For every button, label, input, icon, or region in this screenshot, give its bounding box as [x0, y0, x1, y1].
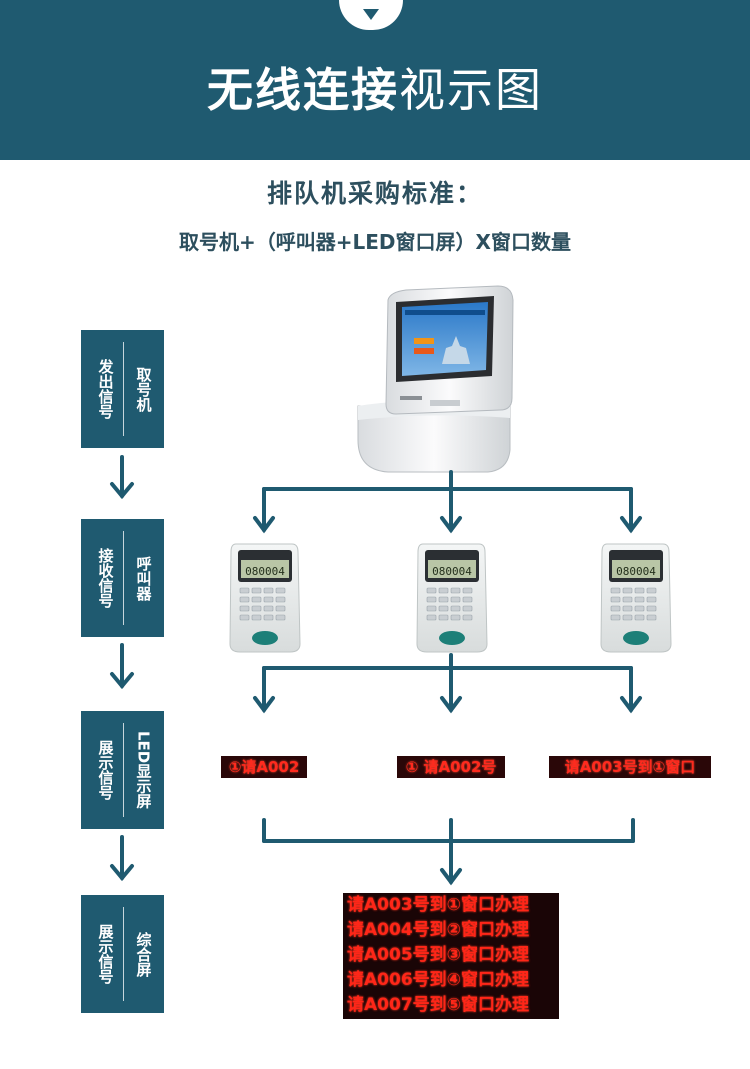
step-label: LED显示屏	[134, 731, 153, 809]
window-led-screen: 请A003号到①窗口	[549, 756, 711, 778]
step-divider	[123, 531, 124, 625]
combined-screen-line: 请A003号到①窗口办理	[347, 895, 530, 915]
step-box-led-screen: 展示信号 LED显示屏	[81, 711, 164, 829]
step-action: 发出信号	[96, 359, 115, 419]
step-box-kiosk: 发出信号 取号机	[81, 330, 164, 448]
pager-caller-icon	[600, 543, 672, 653]
window-led-screen: ①请A002	[221, 756, 307, 778]
queue-ticket-kiosk-icon	[357, 285, 514, 473]
purchase-formula: 取号机+（呼叫器+LED窗口屏）X窗口数量	[179, 230, 571, 254]
step-divider	[123, 723, 124, 817]
page-title-light: 视示图	[399, 63, 543, 117]
pager-caller-icon	[416, 543, 488, 653]
combined-screen-line: 请A004号到②窗口办理	[347, 920, 530, 940]
purchase-standard-title: 排队机采购标准：	[266, 179, 483, 208]
step-label: 综合屏	[134, 931, 153, 977]
header-banner: 无线连接视示图	[0, 0, 750, 160]
caller-display: 080004	[616, 565, 656, 578]
step-box-caller: 接收信号 呼叫器	[81, 519, 164, 637]
connector-callers-to-screens	[253, 653, 642, 714]
combined-screen-line: 请A006号到④窗口办理	[347, 970, 530, 990]
connector-screens-to-combined	[262, 818, 635, 886]
pager-caller-icon	[229, 543, 301, 653]
combined-screen-line: 请A007号到⑤窗口办理	[347, 995, 530, 1015]
page-title-bold: 无线连接	[207, 63, 399, 117]
caller-display: 080004	[432, 565, 472, 578]
step-divider	[123, 907, 124, 1001]
step-label: 取号机	[134, 366, 153, 412]
step-box-combined-screen: 展示信号 综合屏	[81, 895, 164, 1013]
connector-kiosk-to-callers	[253, 470, 642, 534]
step-label: 呼叫器	[134, 555, 153, 601]
step-arrow-3	[110, 835, 134, 882]
combined-led-screen: 请A003号到①窗口办理 请A004号到②窗口办理 请A005号到③窗口办理 请…	[343, 893, 559, 1019]
step-action: 接收信号	[96, 548, 115, 608]
step-arrow-2	[110, 643, 134, 690]
step-arrow-1	[110, 455, 134, 500]
step-action: 展示信号	[96, 924, 115, 984]
combined-screen-line: 请A005号到③窗口办理	[347, 945, 530, 965]
window-led-screen: ① 请A002号	[397, 756, 505, 778]
caller-display: 080004	[245, 565, 285, 578]
step-divider	[123, 342, 124, 436]
page-title: 无线连接视示图	[0, 54, 750, 120]
step-action: 展示信号	[96, 740, 115, 800]
chevron-down-icon	[363, 9, 379, 20]
